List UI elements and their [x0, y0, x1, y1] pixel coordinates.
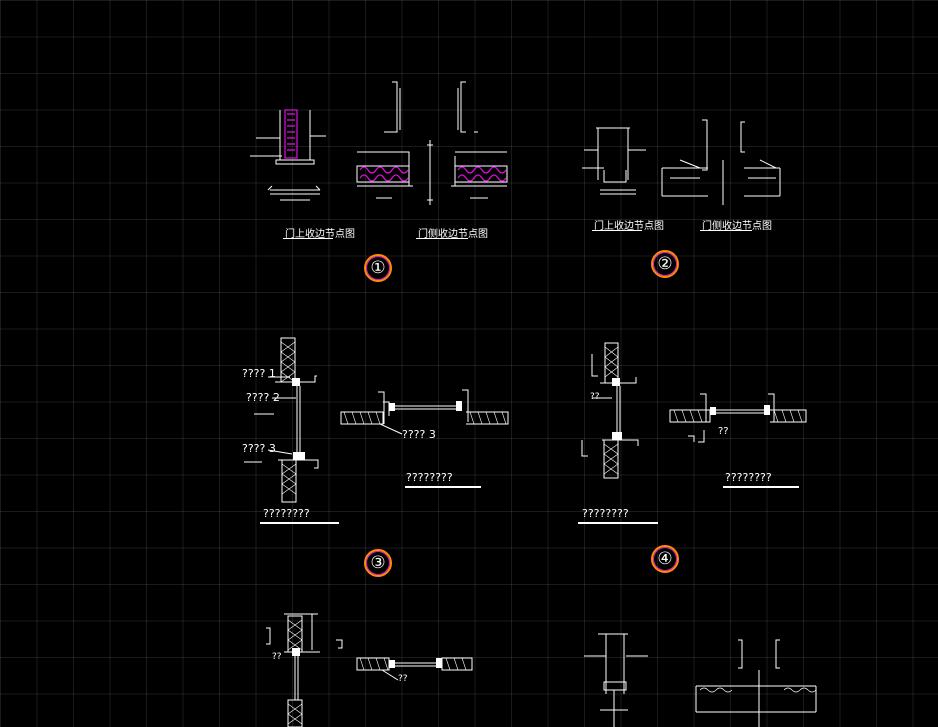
detail-3-caption-vertical: ???????? — [263, 507, 310, 520]
detail-3-vertical-section — [244, 337, 319, 503]
detail-3-label-3: ???? 3 — [242, 442, 276, 455]
detail-4-label-1: ?? — [590, 392, 600, 402]
caption-underline — [578, 522, 658, 524]
detail-number-badge-3[interactable]: ③ — [364, 549, 392, 577]
caption-underline — [416, 238, 468, 239]
caption-underline — [700, 230, 752, 231]
detail-1-jamb-section — [356, 81, 508, 205]
detail-5-vertical-section — [266, 613, 343, 727]
detail-1-caption-head: 门上收边节点图 — [285, 229, 355, 240]
detail-number-badge-2[interactable]: ② — [651, 250, 679, 278]
detail-4-caption-horizontal: ???????? — [725, 471, 772, 484]
detail-number-badge-1[interactable]: ① — [364, 254, 392, 282]
detail-1-caption-jamb: 门侧收边节点图 — [418, 229, 488, 240]
caption-underline — [723, 486, 799, 488]
detail-3-label-1: ???? 1 — [242, 367, 276, 380]
detail-1-head-section — [250, 109, 326, 201]
detail-3-label-2: ???? 2 — [246, 391, 280, 404]
detail-2-caption-jamb: 门侧收边节点图 — [702, 221, 772, 232]
detail-3-horizontal-section — [340, 389, 509, 435]
detail-2-head-section — [582, 127, 646, 195]
caption-underline — [592, 230, 642, 231]
detail-6-sections — [584, 633, 817, 727]
caption-underline — [260, 522, 339, 524]
detail-4-caption-vertical: ???????? — [582, 507, 629, 520]
detail-5-label-1: ?? — [272, 652, 282, 662]
detail-3-caption-horizontal: ???????? — [406, 471, 453, 484]
detail-4-label-2: ?? — [718, 426, 729, 437]
detail-4-vertical-section — [581, 342, 639, 479]
caption-underline — [283, 238, 333, 239]
detail-5-label-2: ?? — [398, 674, 408, 684]
detail-2-caption-head: 门上收边节点图 — [594, 221, 664, 232]
detail-3-label-4: ???? 3 — [402, 428, 436, 441]
detail-4-horizontal-section — [669, 393, 807, 443]
caption-underline — [405, 486, 481, 488]
detail-5-horizontal-section — [356, 657, 473, 681]
detail-2-jamb-section — [661, 119, 781, 205]
detail-number-badge-4[interactable]: ④ — [651, 545, 679, 573]
